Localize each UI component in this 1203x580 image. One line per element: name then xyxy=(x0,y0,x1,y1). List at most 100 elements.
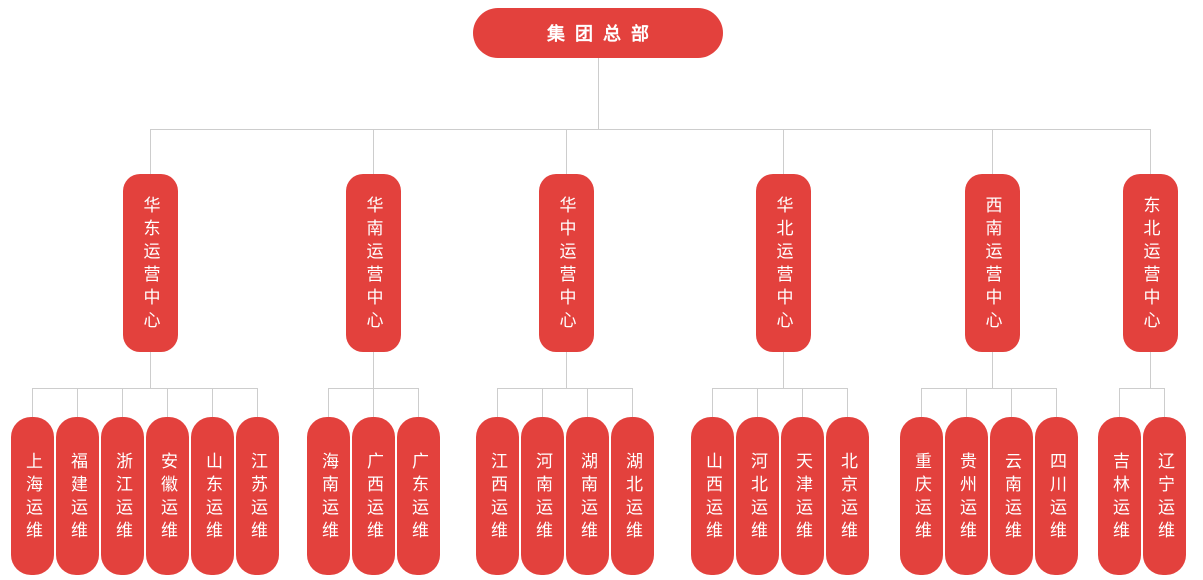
leaf-drop-line xyxy=(921,388,922,417)
branch-to-leaves-line xyxy=(565,352,567,388)
leaf-node-label: 北京运维 xyxy=(838,452,857,544)
root-node[interactable]: 集团总部 xyxy=(473,8,723,58)
leaf-node-label: 海南运维 xyxy=(319,452,338,544)
leaf-node-label: 江苏运维 xyxy=(248,452,267,544)
branch-drop-line xyxy=(372,129,374,174)
leaf-drop-line xyxy=(1119,388,1120,417)
leaf-drop-line xyxy=(712,388,713,417)
branch-drop-line xyxy=(149,129,151,174)
branch-node[interactable]: 东北运营中心 xyxy=(1122,174,1178,352)
leaf-drop-line xyxy=(757,388,758,417)
leaf-drop-line xyxy=(418,388,419,417)
leaf-rail-line xyxy=(1119,388,1165,389)
leaf-node-label: 湖南运维 xyxy=(578,452,597,544)
leaf-node[interactable]: 上海运维 xyxy=(11,417,54,575)
leaf-node-label: 江西运维 xyxy=(488,452,507,544)
leaf-node[interactable]: 重庆运维 xyxy=(900,417,943,575)
leaf-node-label: 重庆运维 xyxy=(912,452,931,544)
leaf-rail-line xyxy=(921,388,1057,389)
leaf-node-label: 福建运维 xyxy=(68,452,87,544)
leaf-node[interactable]: 福建运维 xyxy=(56,417,99,575)
branch-rail-line xyxy=(149,129,1151,130)
leaf-rail-line xyxy=(497,388,633,389)
leaf-drop-line xyxy=(632,388,633,417)
leaf-node[interactable]: 湖南运维 xyxy=(566,417,609,575)
leaf-node-label: 四川运维 xyxy=(1047,452,1066,544)
leaf-rail-line xyxy=(712,388,848,389)
leaf-drop-line xyxy=(497,388,498,417)
leaf-node[interactable]: 辽宁运维 xyxy=(1143,417,1186,575)
leaf-node[interactable]: 湖北运维 xyxy=(611,417,654,575)
leaf-node-label: 河南运维 xyxy=(533,452,552,544)
leaf-node[interactable]: 天津运维 xyxy=(781,417,824,575)
leaf-drop-line xyxy=(373,388,374,417)
leaf-node-label: 广东运维 xyxy=(409,452,428,544)
leaf-drop-line xyxy=(122,388,123,417)
branch-to-leaves-line xyxy=(372,352,374,388)
leaf-drop-line xyxy=(587,388,588,417)
leaf-node[interactable]: 海南运维 xyxy=(307,417,350,575)
leaf-node[interactable]: 河南运维 xyxy=(521,417,564,575)
leaf-node-label: 云南运维 xyxy=(1002,452,1021,544)
branch-node[interactable]: 华中运营中心 xyxy=(538,174,594,352)
leaf-node-label: 贵州运维 xyxy=(957,452,976,544)
root-node-label: 集团总部 xyxy=(547,24,659,44)
leaf-node-label: 河北运维 xyxy=(748,452,767,544)
leaf-drop-line xyxy=(847,388,848,417)
branch-node[interactable]: 华南运营中心 xyxy=(345,174,401,352)
leaf-drop-line xyxy=(1164,388,1165,417)
branch-to-leaves-line xyxy=(1149,352,1151,388)
leaf-drop-line xyxy=(77,388,78,417)
leaf-node-label: 山西运维 xyxy=(703,452,722,544)
branch-node[interactable]: 西南运营中心 xyxy=(964,174,1020,352)
leaf-drop-line xyxy=(257,388,258,417)
leaf-rail-line xyxy=(32,388,258,389)
leaf-node-label: 湖北运维 xyxy=(623,452,642,544)
branch-drop-line xyxy=(1149,129,1151,174)
leaf-node[interactable]: 江苏运维 xyxy=(236,417,279,575)
root-drop-line xyxy=(597,58,599,129)
leaf-drop-line xyxy=(802,388,803,417)
branch-drop-line xyxy=(991,129,993,174)
leaf-node[interactable]: 广东运维 xyxy=(397,417,440,575)
leaf-node[interactable]: 吉林运维 xyxy=(1098,417,1141,575)
leaf-node[interactable]: 北京运维 xyxy=(826,417,869,575)
leaf-drop-line xyxy=(32,388,33,417)
branch-drop-line xyxy=(565,129,567,174)
leaf-node[interactable]: 山西运维 xyxy=(691,417,734,575)
leaf-node[interactable]: 浙江运维 xyxy=(101,417,144,575)
branch-to-leaves-line xyxy=(991,352,993,388)
branch-to-leaves-line xyxy=(149,352,151,388)
leaf-node[interactable]: 四川运维 xyxy=(1035,417,1078,575)
leaf-drop-line xyxy=(1011,388,1012,417)
leaf-node[interactable]: 河北运维 xyxy=(736,417,779,575)
branch-node-label: 华东运营中心 xyxy=(140,196,160,334)
branch-node[interactable]: 华北运营中心 xyxy=(755,174,811,352)
leaf-drop-line xyxy=(542,388,543,417)
leaf-drop-line xyxy=(966,388,967,417)
leaf-node[interactable]: 广西运维 xyxy=(352,417,395,575)
leaf-node-label: 山东运维 xyxy=(203,452,222,544)
leaf-drop-line xyxy=(1056,388,1057,417)
leaf-node[interactable]: 山东运维 xyxy=(191,417,234,575)
leaf-node[interactable]: 安徽运维 xyxy=(146,417,189,575)
branch-drop-line xyxy=(782,129,784,174)
leaf-node[interactable]: 贵州运维 xyxy=(945,417,988,575)
branch-node-label: 华中运营中心 xyxy=(556,196,576,334)
leaf-drop-line xyxy=(212,388,213,417)
leaf-node-label: 上海运维 xyxy=(23,452,42,544)
branch-node-label: 华北运营中心 xyxy=(773,196,793,334)
branch-node[interactable]: 华东运营中心 xyxy=(122,174,178,352)
branch-node-label: 东北运营中心 xyxy=(1140,196,1160,334)
branch-node-label: 西南运营中心 xyxy=(982,196,1002,334)
leaf-drop-line xyxy=(167,388,168,417)
branch-node-label: 华南运营中心 xyxy=(363,196,383,334)
leaf-node-label: 广西运维 xyxy=(364,452,383,544)
branch-to-leaves-line xyxy=(782,352,784,388)
leaf-node[interactable]: 云南运维 xyxy=(990,417,1033,575)
leaf-node-label: 安徽运维 xyxy=(158,452,177,544)
leaf-drop-line xyxy=(328,388,329,417)
leaf-node-label: 天津运维 xyxy=(793,452,812,544)
leaf-node[interactable]: 江西运维 xyxy=(476,417,519,575)
